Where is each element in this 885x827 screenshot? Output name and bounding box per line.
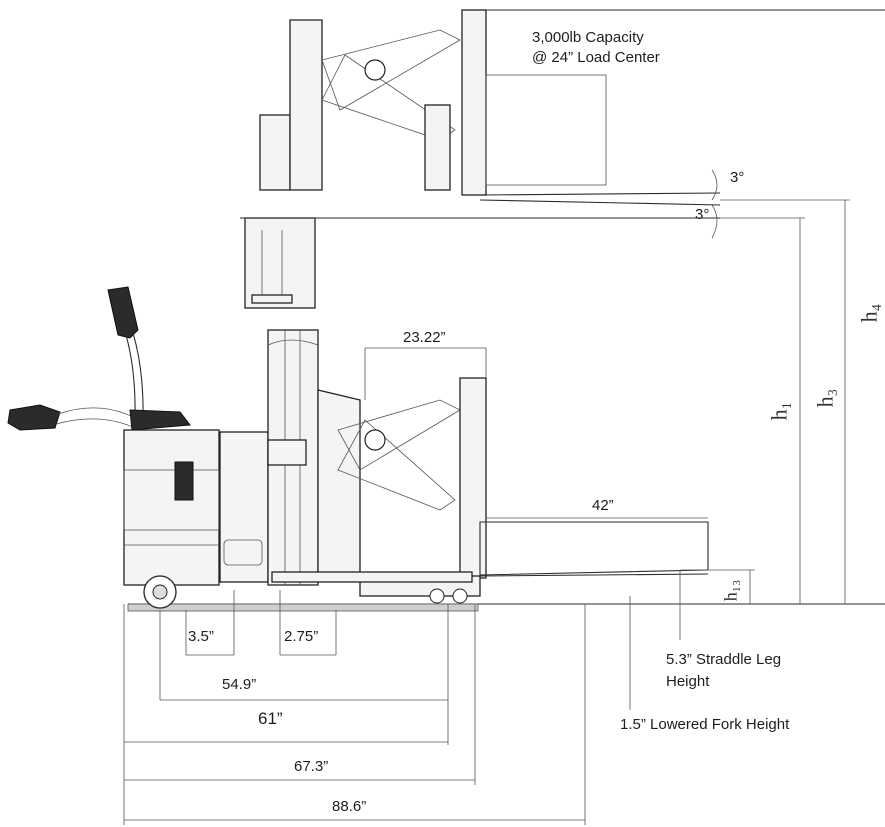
lower-mast	[267, 329, 319, 586]
dim-23-22: 23.22”	[403, 329, 446, 346]
dim-2-75: 2.75”	[284, 628, 319, 645]
h1-symbol: h₁	[766, 401, 792, 421]
capacity-line2: @ 24” Load Center	[532, 49, 660, 66]
dim-67-3: 67.3”	[294, 758, 329, 775]
dimension-lines	[123, 169, 850, 825]
upper-carriage	[259, 9, 885, 206]
dim-3-5: 3.5”	[188, 628, 214, 645]
dim-42: 42”	[592, 497, 614, 514]
h3-symbol: h₃	[812, 388, 838, 408]
h4-symbol: h₄	[856, 303, 882, 323]
drive-unit	[123, 429, 269, 609]
straddle-note-line1: 5.3” Straddle Leg	[666, 651, 782, 668]
straddle-note-line2: Height	[666, 673, 710, 690]
dim-61: 61”	[258, 709, 283, 728]
lower-carriage	[271, 377, 709, 604]
mast-top	[240, 217, 720, 309]
tiller-handle	[7, 286, 191, 431]
tilt-upper-label: 3°	[730, 169, 745, 186]
capacity-line1: 3,000lb Capacity	[532, 29, 644, 46]
dim-88-6: 88.6”	[332, 798, 367, 815]
tilt-lower-label: 3°	[695, 206, 710, 223]
dim-54-9: 54.9”	[222, 676, 257, 693]
lowered-fork-note: 1.5” Lowered Fork Height	[620, 716, 790, 733]
ground	[127, 603, 885, 612]
h13-symbol: h₁₃	[720, 579, 741, 602]
